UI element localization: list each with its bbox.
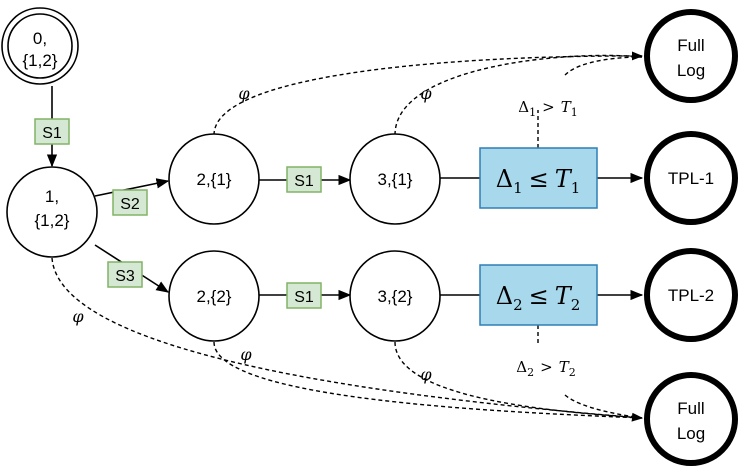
dashed-edge-cond1-label-to-full-log-top (564, 56, 643, 76)
outcome-tpl2-label: TPL-2 (668, 286, 714, 305)
outcome-full-log-bottom: Full Log (644, 372, 738, 466)
tag-s1-to-upper-label: S2 (120, 196, 140, 213)
epsilon-label-upper-b: φ (420, 84, 432, 103)
tag-s1-to-lower: S3 (107, 261, 143, 288)
tag-upper-a-to-b-label: S1 (294, 173, 314, 190)
state-start-line2: {1,2} (23, 51, 58, 70)
outcome-full-log-top-line1: Full (677, 36, 704, 55)
condition-box-1-text: Δ1≤T1 (496, 165, 581, 197)
state-upper-a-label: 2,{1} (197, 170, 232, 189)
state-start-line1: 0, (33, 29, 47, 48)
epsilon-edge-lower-a-to-full-log-bottom (213, 341, 643, 419)
tag-lower-a-to-b: S1 (286, 282, 322, 309)
outcome-tpl2: TPL-2 (644, 248, 738, 342)
condition-box-2-text: Δ2≤T2 (496, 282, 581, 314)
tag-s1-to-lower-label: S3 (115, 268, 135, 285)
condition-label-2: Δ2>T2 (516, 358, 575, 379)
epsilon-label-lower-b: φ (420, 365, 432, 384)
outcome-full-log-top: Full Log (644, 9, 738, 103)
epsilon-edge-s1-to-full-log-bottom (51, 257, 644, 422)
outcome-full-log-bottom-line2: Log (677, 424, 705, 443)
epsilon-label-lower-a: φ (240, 345, 252, 364)
epsilon-label-s1: φ (72, 307, 84, 326)
outcome-tpl1: TPL-1 (644, 131, 738, 225)
state-lower-b-label: 3,{2} (378, 287, 413, 306)
dashed-edges (51, 51, 644, 422)
dashed-edge-cond2-label-to-full-log-bottom (564, 394, 643, 419)
edge-s1-to-upper-a (94, 178, 170, 197)
outcome-tpl1-label: TPL-1 (668, 169, 714, 188)
state-start: 0, {1,2} (1, 7, 79, 85)
state-upper-b-label: 3,{1} (378, 170, 413, 189)
state-lower-a-label: 2,{2} (197, 287, 232, 306)
tag-lower-a-to-b-label: S1 (294, 289, 314, 306)
condition-box-2: Δ2≤T2 (479, 264, 598, 326)
outcome-full-log-top-line2: Log (677, 61, 705, 80)
state-lower-a: 2,{2} (168, 250, 260, 342)
state-lower-b: 3,{2} (349, 250, 441, 342)
tag-start-to-s1-label: S1 (42, 125, 62, 142)
condition-label-1: Δ1>T1 (518, 98, 577, 119)
condition-box-1: Δ1≤T1 (479, 147, 598, 209)
epsilon-edge-lower-b-to-full-log-bottom (394, 341, 643, 419)
outcome-full-log-bottom-line1: Full (677, 399, 704, 418)
state-s1: 1, {1,2} (6, 166, 98, 258)
state-s1-line1: 1, (45, 187, 59, 206)
state-upper-a: 2,{1} (168, 133, 260, 225)
state-s1-line2: {1,2} (35, 211, 70, 230)
tag-upper-a-to-b: S1 (286, 166, 322, 193)
epsilon-edge-upper-b-to-full-log-top (394, 54, 643, 136)
epsilon-label-upper-a: φ (238, 84, 250, 103)
state-upper-b: 3,{1} (349, 133, 441, 225)
tag-s1-to-upper: S2 (112, 189, 148, 216)
tag-start-to-s1: S1 (34, 118, 70, 145)
